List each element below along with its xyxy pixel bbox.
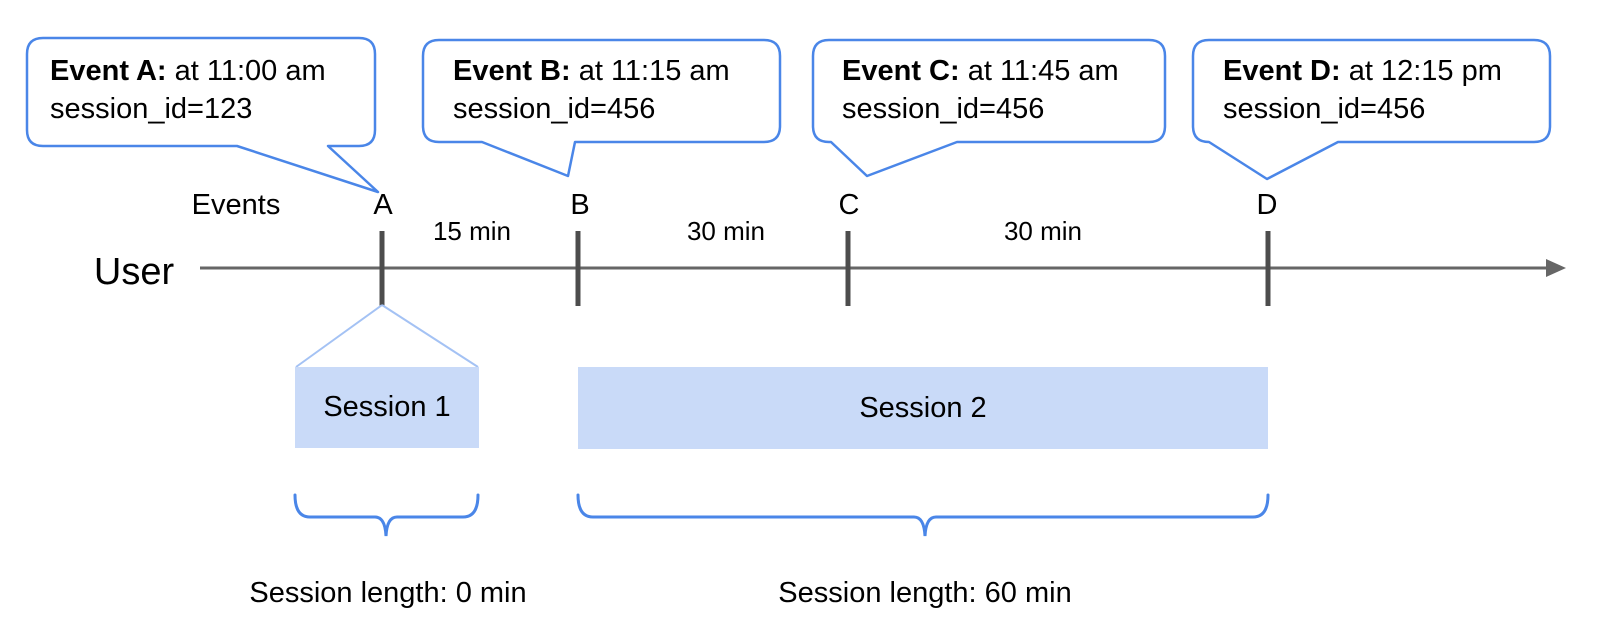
session1-length-label: Session length: 0 min (249, 577, 527, 609)
session1-brace (293, 493, 480, 537)
callout-a: Event A: at 11:00 am session_id=123 (50, 52, 326, 128)
callout-a-line1: Event A: at 11:00 am (50, 52, 326, 90)
event-marker-label-c: C (838, 189, 860, 221)
callout-b-session-id: session_id=456 (453, 93, 656, 125)
session1-box: Session 1 (295, 367, 479, 448)
callout-d: Event D: at 12:15 pm session_id=456 (1223, 52, 1502, 128)
callout-c-line1: Event C: at 11:45 am (842, 52, 1119, 90)
callout-d-event-name: Event D: (1223, 55, 1341, 87)
session1-funnel-lines (295, 304, 479, 368)
callout-c-session-id: session_id=456 (842, 93, 1045, 125)
callout-bubble-c-shape (811, 38, 1167, 178)
callout-bubble-b-shape (421, 38, 782, 178)
callout-b-event-name: Event B: (453, 55, 571, 87)
callout-c: Event C: at 11:45 am session_id=456 (842, 52, 1119, 128)
timeline-arrow-icon (1546, 259, 1566, 277)
gap-label-a-b: 15 min (432, 216, 512, 246)
callout-bubble-d-shape (1191, 38, 1552, 181)
callout-d-line1: Event D: at 12:15 pm (1223, 52, 1502, 90)
callout-b-time: at 11:15 am (570, 55, 730, 87)
callout-c-event-name: Event C: (842, 55, 960, 87)
gap-label-c-d: 30 min (1003, 216, 1083, 246)
session2-box: Session 2 (578, 367, 1268, 449)
callout-b: Event B: at 11:15 am session_id=456 (453, 52, 730, 128)
event-marker-label-d: D (1256, 189, 1278, 221)
callout-b-line1: Event B: at 11:15 am (453, 52, 730, 90)
event-marker-label-a: A (373, 189, 393, 221)
callout-d-time: at 12:15 pm (1340, 55, 1502, 87)
callout-c-time: at 11:45 am (959, 55, 1119, 87)
callout-a-time: at 11:00 am (166, 55, 326, 87)
callout-a-session-id: session_id=123 (50, 93, 253, 125)
callout-d-session-id: session_id=456 (1223, 93, 1426, 125)
gap-label-b-c: 30 min (686, 216, 766, 246)
session2-length-label: Session length: 60 min (778, 577, 1072, 609)
user-axis-label: User (93, 251, 175, 293)
session1-label: Session 1 (323, 391, 451, 423)
session2-label: Session 2 (859, 391, 987, 424)
callout-bubble-a-shape (25, 36, 380, 194)
session2-brace (576, 493, 1270, 537)
events-axis-label: Events (191, 189, 281, 221)
callout-a-event-name: Event A: (50, 55, 167, 87)
event-marker-label-b: B (570, 189, 590, 221)
